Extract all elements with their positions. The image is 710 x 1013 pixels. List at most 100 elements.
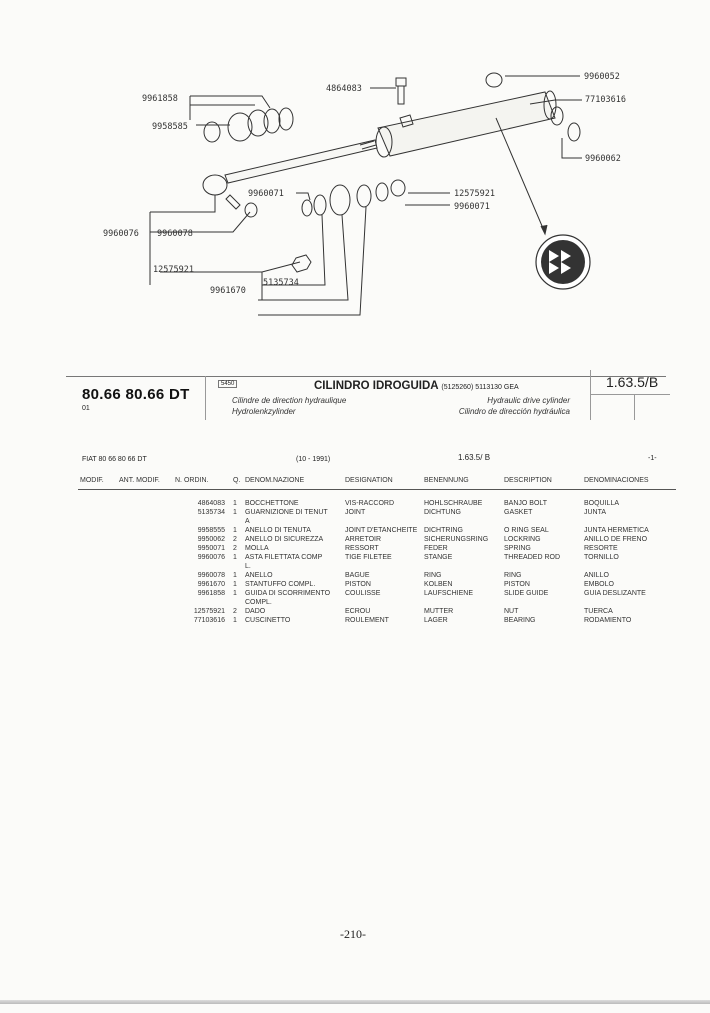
name-de: SICHERUNGSRING bbox=[424, 536, 489, 543]
callout-label: 5135734 bbox=[263, 278, 299, 288]
empty-cell bbox=[117, 562, 173, 571]
modif-cell bbox=[78, 526, 117, 535]
name-de: FEDER bbox=[424, 545, 448, 552]
empty-cell bbox=[78, 517, 117, 526]
empty-cell bbox=[502, 517, 582, 526]
name-en: SLIDE GUIDE bbox=[504, 590, 549, 597]
col-benennung: BENENNUNG bbox=[422, 473, 502, 490]
quantity: 2 bbox=[233, 545, 237, 552]
empty-cell bbox=[78, 562, 117, 571]
name-fr: PISTON bbox=[345, 581, 371, 588]
page-reference: 1.63.5/B bbox=[606, 374, 659, 390]
name-fr: TIGE FILETEE bbox=[345, 554, 392, 561]
name-de: HOHLSCHRAUBE bbox=[424, 500, 483, 507]
name-fr: BAGUE bbox=[345, 572, 370, 579]
divider bbox=[634, 394, 635, 420]
quantity: 1 bbox=[233, 500, 237, 507]
ant-modif-cell bbox=[117, 544, 173, 553]
ant-modif-cell bbox=[117, 616, 173, 625]
modif-cell bbox=[78, 571, 117, 580]
name-it-continuation: COMPL. bbox=[245, 599, 272, 606]
title-es: Cilindro de dirección hydráulica bbox=[458, 407, 570, 416]
col-designation: DESIGNATION bbox=[343, 473, 422, 490]
name-de: MUTTER bbox=[424, 608, 454, 615]
callout-label: 9960071 bbox=[454, 202, 490, 212]
title-refs: (5125260) 5113130 GEA bbox=[441, 384, 519, 391]
callout-label: 9960062 bbox=[585, 154, 621, 164]
title-de: Hydrolenkzylinder bbox=[232, 407, 296, 416]
empty-cell bbox=[422, 562, 502, 571]
name-es: RESORTE bbox=[584, 545, 618, 552]
name-es: TUERCA bbox=[584, 608, 613, 615]
name-en: BANJO BOLT bbox=[504, 500, 548, 507]
part-number: 9958555 bbox=[197, 527, 225, 534]
sub-page: -1- bbox=[648, 455, 657, 462]
modif-cell bbox=[78, 544, 117, 553]
name-it: ANELLO DI TENUTA bbox=[245, 527, 311, 534]
empty-cell bbox=[117, 598, 173, 607]
quantity: 1 bbox=[233, 527, 237, 534]
part-number: 5135734 bbox=[197, 509, 225, 516]
name-en: SPRING bbox=[504, 545, 531, 552]
empty-cell bbox=[422, 598, 502, 607]
part-number: 12575921 bbox=[193, 608, 225, 615]
empty-cell bbox=[231, 562, 243, 571]
sub-model: FIAT 80 66 80 66 DT bbox=[82, 456, 147, 463]
name-es: JUNTA HERMETICA bbox=[584, 527, 649, 534]
quantity: 2 bbox=[233, 608, 237, 615]
divider bbox=[590, 370, 591, 420]
name-fr: COULISSE bbox=[345, 590, 381, 597]
name-es: JUNTA bbox=[584, 509, 607, 516]
name-en: RING bbox=[504, 572, 522, 579]
part-number: 9950062 bbox=[197, 536, 225, 543]
name-es: EMBOLO bbox=[584, 581, 614, 588]
name-it: CUSCINETTO bbox=[245, 617, 291, 624]
name-fr: ROULEMENT bbox=[345, 617, 389, 624]
name-fr: ECROU bbox=[345, 608, 371, 615]
modif-cell bbox=[78, 535, 117, 544]
name-de: LAUFSCHIENE bbox=[424, 590, 474, 597]
name-it: ANELLO DI SICUREZZA bbox=[245, 536, 324, 543]
name-en: GASKET bbox=[504, 509, 533, 516]
name-de: STANGE bbox=[424, 554, 453, 561]
col-denominazione: DENOM.NAZIONE bbox=[243, 473, 343, 490]
col-n-ordin: N. ORDIN. bbox=[173, 473, 231, 490]
cylinder-body bbox=[375, 90, 557, 158]
empty-cell bbox=[117, 517, 173, 526]
modif-cell bbox=[78, 499, 117, 508]
empty-cell bbox=[422, 517, 502, 526]
divider bbox=[590, 394, 670, 395]
page-number: -210- bbox=[340, 927, 366, 941]
ant-modif-cell bbox=[117, 589, 173, 598]
empty-cell bbox=[582, 598, 676, 607]
name-es: GUIA DESLIZANTE bbox=[584, 590, 646, 597]
section-title: CILINDRO IDROGUIDA (5125260) 5113130 GEA bbox=[314, 380, 519, 392]
callout-label: 9961858 bbox=[142, 94, 178, 104]
empty-cell bbox=[582, 562, 676, 571]
divider bbox=[205, 376, 206, 420]
name-it: ASTA FILETTATA COMP bbox=[245, 554, 323, 561]
name-de: RING bbox=[424, 572, 442, 579]
name-fr: ARRETOIR bbox=[345, 536, 382, 543]
quantity: 1 bbox=[233, 590, 237, 597]
empty-cell bbox=[343, 598, 422, 607]
name-en: NUT bbox=[504, 608, 519, 615]
ant-modif-cell bbox=[117, 553, 173, 562]
part-number: 4864083 bbox=[197, 500, 225, 507]
empty-cell bbox=[343, 562, 422, 571]
model-title: 80.66 80.66 DT bbox=[82, 386, 190, 403]
modif-cell bbox=[78, 553, 117, 562]
part-number: 9950071 bbox=[197, 545, 225, 552]
quantity: 1 bbox=[233, 554, 237, 561]
table-header-row: MODIF. ANT. MODIF. N. ORDIN. Q. DENOM.NA… bbox=[78, 473, 676, 490]
ant-modif-cell bbox=[117, 499, 173, 508]
exploded-diagram: 9961858 9958585 4864083 9960052 77103616… bbox=[103, 72, 626, 316]
name-it: ANELLO bbox=[245, 572, 273, 579]
callout-label: 9961670 bbox=[210, 286, 246, 296]
